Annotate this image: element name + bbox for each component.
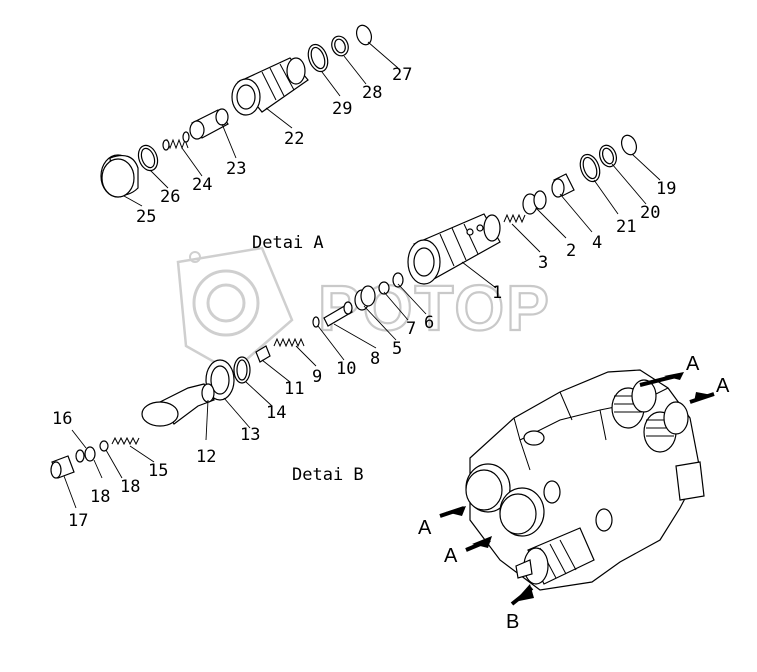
part-6-o-ring: [392, 272, 404, 288]
callout-14: 14: [266, 403, 286, 423]
callout-11: 11: [284, 379, 304, 399]
callout-16: 16: [52, 409, 72, 429]
cartridge-bottom: [515, 527, 595, 585]
part-29-o-ring: [307, 43, 329, 73]
part-23-piston: [189, 108, 229, 140]
part-1-valve-body: [407, 213, 501, 285]
arrow-label-a-left-2: A: [444, 545, 458, 567]
part-3-spring: [503, 213, 526, 224]
callout-27: 27: [392, 65, 412, 85]
callout-13: 13: [240, 425, 260, 445]
callout-labels: 1 2 3 4 5 6 7 8 9 10 11 12 13 14 15 16 1…: [52, 65, 676, 531]
part-27-o-ring: [355, 24, 373, 46]
part-11-seat: [255, 345, 271, 363]
arrow-label-b: B: [506, 611, 519, 633]
detail-a-title: Detai A: [252, 233, 324, 253]
watermark-text: POTOP: [318, 272, 551, 344]
part-10-ring: [312, 316, 320, 328]
callout-6: 6: [424, 313, 434, 333]
part-14-o-ring: [233, 356, 251, 384]
arrow-a-upper-2: [689, 392, 715, 404]
arrow-label-a-upper-2: A: [716, 375, 730, 397]
part-15-spring: [111, 436, 140, 446]
callout-9: 9: [312, 367, 322, 387]
leader-lines: [63, 41, 661, 509]
callout-21: 21: [616, 217, 636, 237]
callout-28: 28: [362, 83, 382, 103]
arrow-a-upper-1: [639, 372, 684, 387]
watermark-logo-hub: [206, 283, 246, 323]
part-20-backup-ring: [598, 144, 618, 168]
callout-12: 12: [196, 447, 216, 467]
part-9-spring: [273, 337, 305, 348]
callout-4: 4: [592, 233, 602, 253]
part-17-plug: [50, 455, 75, 479]
part-22-valve-body: [231, 57, 309, 116]
watermark-logo-ring: [192, 269, 260, 337]
callout-25: 25: [136, 207, 156, 227]
part-18-ring-b: [84, 446, 96, 462]
callout-15: 15: [148, 461, 168, 481]
part-24-spring: [162, 131, 190, 151]
part-16-nut: [75, 449, 85, 463]
control-valve-assembly: [465, 369, 705, 591]
part-25-plug: [100, 154, 139, 198]
part-5-nut: [354, 285, 376, 311]
part-4-cap: [551, 173, 575, 198]
part-21-o-ring: [579, 153, 601, 183]
part-28-backup-ring: [331, 35, 349, 57]
callout-1: 1: [492, 283, 502, 303]
callout-10: 10: [336, 359, 356, 379]
callout-26: 26: [160, 187, 180, 207]
callout-7: 7: [406, 319, 416, 339]
callout-19: 19: [656, 179, 676, 199]
callout-22: 22: [284, 129, 304, 149]
detail-b-title: Detai B: [292, 465, 364, 485]
callout-18-a: 18: [90, 487, 110, 507]
part-7-washer: [378, 281, 390, 295]
valve-bore-port: [523, 430, 545, 446]
callout-29: 29: [332, 99, 352, 119]
callout-20: 20: [640, 203, 660, 223]
callout-18-b: 18: [120, 477, 140, 497]
cap-left-1: [465, 463, 511, 513]
part-2-seat: [522, 190, 547, 215]
watermark: POTOP: [176, 246, 551, 374]
callout-5: 5: [392, 339, 402, 359]
fitting-small: [543, 480, 561, 504]
watermark-logo-outline: [176, 246, 294, 374]
fitting-small-2: [595, 508, 613, 532]
arrow-label-a-upper-1: A: [686, 353, 700, 375]
callout-24: 24: [192, 175, 212, 195]
cap-left-2: [499, 487, 545, 537]
arrow-label-a-left-1: A: [418, 517, 432, 539]
arrow-a-left-2: [465, 536, 492, 552]
cartridge-upper-1: [611, 379, 657, 429]
part-18-ring-a: [99, 440, 109, 452]
part-19-o-ring: [620, 134, 638, 156]
callout-2: 2: [566, 241, 576, 261]
callout-23: 23: [226, 159, 246, 179]
arrow-b: [510, 584, 534, 606]
callout-3: 3: [538, 253, 548, 273]
part-12-piston: [141, 383, 215, 427]
callout-17: 17: [68, 511, 88, 531]
callout-8: 8: [370, 349, 380, 369]
arrow-a-left-1: [439, 506, 466, 518]
part-26-o-ring: [137, 144, 159, 172]
cartridge-upper-2: [643, 401, 689, 453]
part-8-poppet: [323, 301, 353, 327]
watermark-logo-bolt: [189, 251, 201, 263]
